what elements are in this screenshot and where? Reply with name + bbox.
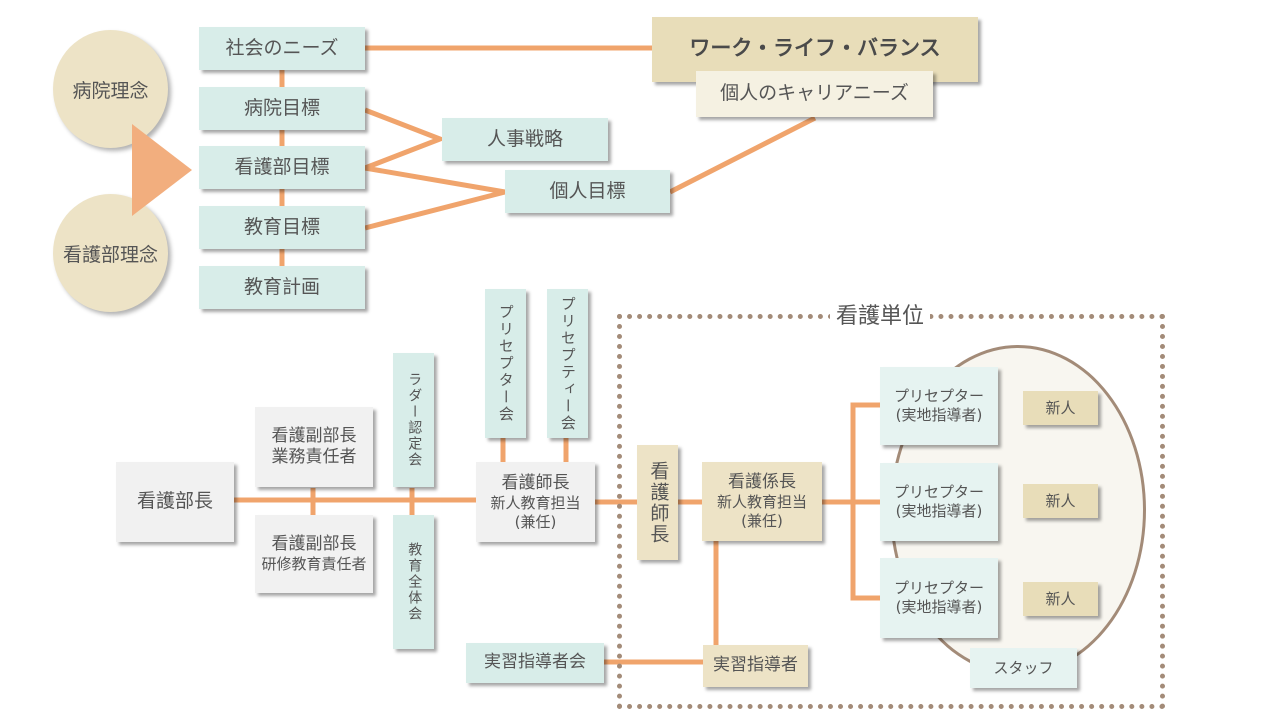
preceptor-label: プリセプター xyxy=(893,483,984,502)
preceptor-box: プリセプター (実地指導者) xyxy=(880,367,998,445)
chief-nurse-note: (兼任) xyxy=(741,512,783,531)
goal-social-needs: 社会のニーズ xyxy=(199,27,365,70)
nursing-philosophy-label: 看護部理念 xyxy=(62,243,158,266)
preceptor-sublabel: (実地指導者) xyxy=(895,406,983,424)
hospital-philosophy-circle: 病院理念 xyxy=(53,30,168,148)
newcomer-box: 新人 xyxy=(1023,484,1098,518)
clinical-instructor-box: 実習指導者 xyxy=(703,645,808,687)
arrow-right-icon xyxy=(132,124,192,216)
unit-head-nurse-box: 看護師長 xyxy=(637,445,678,560)
preceptee-meeting-label: プリセプティー会 xyxy=(558,295,577,432)
preceptor-sublabel: (実地指導者) xyxy=(895,502,983,520)
goal-label: 教育目標 xyxy=(243,215,320,238)
deputy-role: 業務責任者 xyxy=(271,447,357,467)
director-label: 看護部長 xyxy=(136,490,213,513)
preceptor-meeting-label: プリセプター会 xyxy=(496,304,515,423)
hr-strategy-box: 人事戦略 xyxy=(442,118,608,161)
goal-label: 看護部目標 xyxy=(234,155,330,178)
newcomer-label: 新人 xyxy=(1045,491,1076,510)
chief-nurse-role: 新人教育担当 xyxy=(716,493,807,512)
education-meeting-label: 教育全体会 xyxy=(406,542,423,622)
nursing-philosophy-circle: 看護部理念 xyxy=(53,194,168,312)
deputy-role: 研修教育責任者 xyxy=(261,555,367,574)
preceptee-meeting-box: プリセプティー会 xyxy=(547,289,588,438)
chief-nurse-box: 看護係長 新人教育担当 (兼任) xyxy=(702,462,822,541)
personal-goal-label: 個人目標 xyxy=(549,179,626,202)
preceptor-label: プリセプター xyxy=(893,387,984,406)
chief-nurse-title: 看護係長 xyxy=(728,472,796,493)
staff-label: スタッフ xyxy=(993,658,1054,677)
connector xyxy=(364,107,447,171)
head-nurse-box: 看護師長 新人教育担当 (兼任) xyxy=(476,462,595,542)
preceptor-label: プリセプター xyxy=(893,579,984,598)
goal-label: 教育計画 xyxy=(243,275,320,298)
clinical-instructor-meeting-label: 実習指導者会 xyxy=(484,652,586,673)
ladder-committee-label: ラダー認定会 xyxy=(406,372,423,468)
connector xyxy=(668,115,817,195)
newcomer-box: 新人 xyxy=(1023,391,1098,425)
hr-strategy-label: 人事戦略 xyxy=(486,127,563,150)
nursing-director-box: 看護部長 xyxy=(116,462,234,542)
education-meeting-box: 教育全体会 xyxy=(393,515,434,649)
hospital-philosophy-label: 病院理念 xyxy=(72,79,149,102)
clinical-instructor-label: 実習指導者 xyxy=(713,655,798,676)
head-nurse-title: 看護師長 xyxy=(501,472,570,493)
goal-label: 社会のニーズ xyxy=(225,36,339,59)
preceptor-sublabel: (実地指導者) xyxy=(895,598,983,616)
newcomer-label: 新人 xyxy=(1045,589,1076,608)
deputy-training-box: 看護副部長 研修教育責任者 xyxy=(255,515,373,593)
goal-nursing-dept: 看護部目標 xyxy=(199,146,365,189)
career-needs-box: 個人のキャリアニーズ xyxy=(696,71,933,117)
goal-hospital: 病院目標 xyxy=(199,87,365,130)
clinical-instructor-meeting-box: 実習指導者会 xyxy=(466,643,604,683)
connector xyxy=(850,402,882,601)
head-nurse-role: 新人教育担当 xyxy=(490,493,581,512)
goal-label: 病院目標 xyxy=(243,96,320,119)
preceptor-box: プリセプター (実地指導者) xyxy=(880,463,998,541)
newcomer-box: 新人 xyxy=(1023,582,1098,616)
ladder-committee-box: ラダー認定会 xyxy=(393,353,434,487)
personal-goal-box: 個人目標 xyxy=(505,170,670,213)
unit-head-nurse-label: 看護師長 xyxy=(647,460,670,545)
nursing-unit-title: 看護単位 xyxy=(830,298,931,330)
preceptor-box: プリセプター (実地指導者) xyxy=(880,558,998,638)
work-life-balance-label: ワーク・ライフ・バランス xyxy=(689,36,941,60)
preceptor-meeting-box: プリセプター会 xyxy=(485,289,526,438)
staff-box: スタッフ xyxy=(970,648,1077,688)
head-nurse-note: (兼任) xyxy=(514,512,557,531)
deputy-business-box: 看護副部長 業務責任者 xyxy=(255,407,373,487)
deputy-title: 看護副部長 xyxy=(271,425,357,446)
career-needs-label: 個人のキャリアニーズ xyxy=(720,82,909,105)
connector xyxy=(364,165,506,231)
deputy-title: 看護副部長 xyxy=(271,534,357,554)
newcomer-label: 新人 xyxy=(1045,398,1076,417)
education-plan: 教育計画 xyxy=(199,266,365,309)
goal-education: 教育目標 xyxy=(199,206,365,249)
